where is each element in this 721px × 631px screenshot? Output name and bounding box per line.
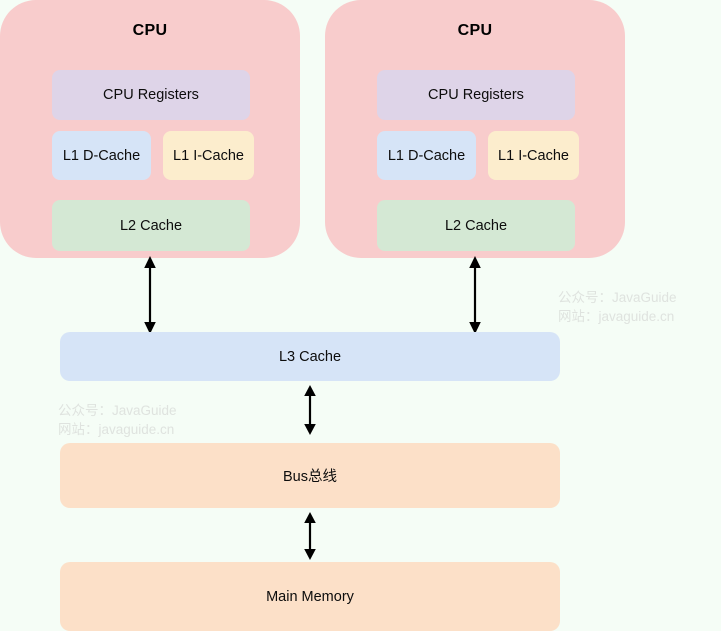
watermark-right-line1: 公众号：JavaGuide	[558, 290, 677, 305]
watermark-left-line1: 公众号：JavaGuide	[58, 403, 177, 418]
main-memory-box: Main Memory	[60, 562, 560, 631]
watermark-right-line2: 网站：javaguide.cn	[558, 309, 675, 324]
l1-d-cache-box-2: L1 D-Cache	[377, 131, 476, 180]
l3-cache-box: L3 Cache	[60, 332, 560, 381]
cpu-panel-1: CPU CPU Registers L1 D-Cache L1 I-Cache …	[0, 0, 300, 258]
connector-l3-to-bus-arrow	[300, 385, 320, 435]
connector-bus-to-memory-arrow	[300, 512, 320, 560]
watermark-left-line2: 网站：javaguide.cn	[58, 422, 175, 437]
watermark-left: 公众号：JavaGuide 网站：javaguide.cn	[58, 401, 177, 439]
l1-i-cache-box-1: L1 I-Cache	[163, 131, 254, 180]
watermark-right: 公众号：JavaGuide 网站：javaguide.cn	[558, 288, 677, 326]
cpu-title-2: CPU	[457, 22, 493, 39]
l1-d-cache-box-1: L1 D-Cache	[52, 131, 151, 180]
cpu-registers-box-1: CPU Registers	[52, 70, 250, 120]
l1-i-cache-box-2: L1 I-Cache	[488, 131, 579, 180]
l2-cache-box-1: L2 Cache	[52, 200, 250, 251]
cpu-registers-box-2: CPU Registers	[377, 70, 575, 120]
bus-box: Bus总线	[60, 443, 560, 508]
cpu-title-1: CPU	[132, 22, 168, 39]
cpu-panel-2: CPU CPU Registers L1 D-Cache L1 I-Cache …	[325, 0, 625, 258]
connector-cpu1-to-l3-arrow	[140, 256, 160, 334]
connector-cpu2-to-l3-arrow	[465, 256, 485, 334]
l2-cache-box-2: L2 Cache	[377, 200, 575, 251]
